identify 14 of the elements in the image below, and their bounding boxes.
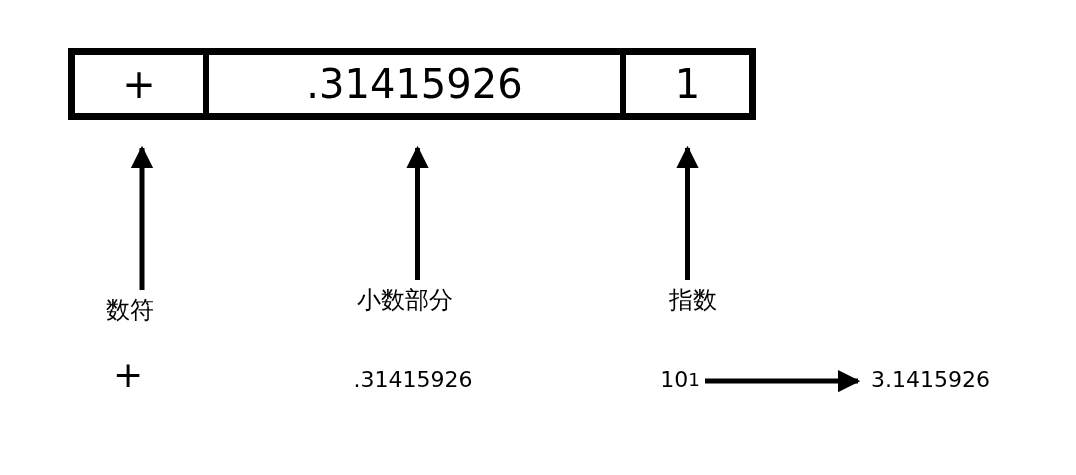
arrow xyxy=(130,145,154,290)
label-text: 数符 xyxy=(95,290,165,330)
field-cell: 1 xyxy=(626,55,749,113)
value-text: + xyxy=(111,352,145,396)
value-text: .31415926 xyxy=(352,365,474,394)
arrow xyxy=(676,145,699,280)
field-cell: + xyxy=(75,55,209,113)
label-text: 小数部分 xyxy=(345,280,465,320)
label-text: 3.1415926 xyxy=(858,362,1003,396)
label-text: 指数 xyxy=(660,280,726,320)
arrow xyxy=(406,145,429,280)
arrow xyxy=(705,369,861,393)
field-cell: .31415926 xyxy=(209,55,626,113)
data-format-box xyxy=(68,48,756,120)
